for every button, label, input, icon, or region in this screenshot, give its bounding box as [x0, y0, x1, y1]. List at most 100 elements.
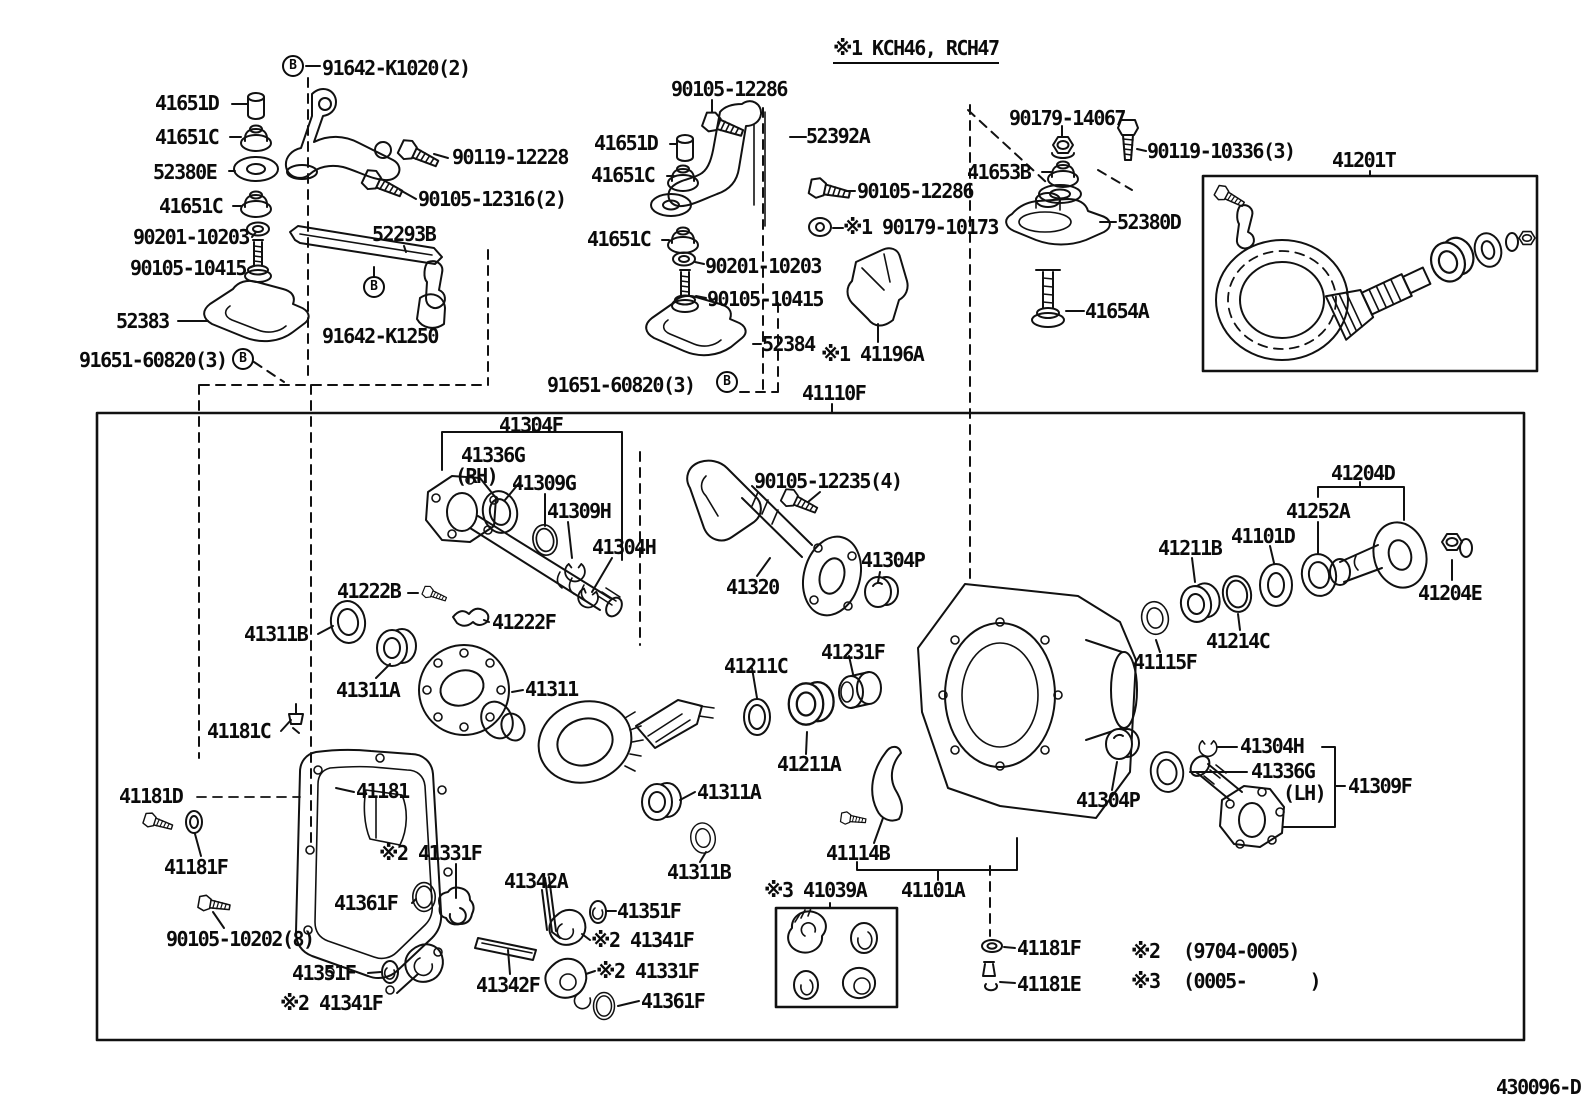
- detail-marker-b: B: [232, 348, 254, 370]
- part-label: 41342A: [504, 869, 569, 893]
- part-label: 41181: [356, 779, 410, 803]
- part-label: 90105-12286: [671, 77, 788, 101]
- drawing-code: 430096-D: [1496, 1075, 1582, 1099]
- part-label: 41651C: [587, 227, 652, 251]
- part-label: ※2 41341F: [280, 991, 384, 1015]
- part-label: 41101A: [901, 878, 966, 902]
- part-label: 41351F: [617, 899, 682, 923]
- part-label: 91651-60820(3): [547, 373, 696, 397]
- part-label: 41361F: [641, 989, 706, 1013]
- part-label: 41651D: [594, 131, 659, 155]
- part-label: 52380E: [153, 160, 218, 184]
- part-label: 90105-10415: [707, 287, 824, 311]
- part-label: 41651C: [155, 125, 220, 149]
- part-label: 41181D: [119, 784, 184, 808]
- part-label: ※2 41341F: [591, 928, 695, 952]
- part-label: 90105-12235(4): [754, 469, 903, 493]
- carrier-cover: [141, 748, 453, 995]
- variant-note: ※1 KCH46, RCH47: [833, 38, 1000, 64]
- part-label: 41252A: [1286, 499, 1351, 523]
- center-bearing-group: [641, 671, 882, 821]
- axle-shaft-lh: [1105, 728, 1285, 849]
- part-label: ※3 41039A: [764, 878, 868, 902]
- part-label: 90105-10202(8): [166, 927, 315, 951]
- upper-bracket-assembly: [1005, 119, 1139, 328]
- pinion-flange-row: [1138, 521, 1473, 638]
- part-label: 90105-12286: [857, 179, 974, 203]
- part-label: 41101D: [1231, 524, 1296, 548]
- part-label: ※2 41331F: [596, 959, 700, 983]
- part-label: 41654A: [1085, 299, 1150, 323]
- part-label: 52392A: [806, 124, 871, 148]
- part-label: 41115F: [1133, 650, 1198, 674]
- part-label: 90105-12316(2): [418, 187, 567, 211]
- part-label: 41651D: [155, 91, 220, 115]
- upper-arm-right: [645, 100, 909, 357]
- part-label: 41211C: [724, 654, 789, 678]
- part-label: (9704-0005): [1183, 939, 1300, 963]
- part-label: 41304P: [861, 548, 926, 572]
- detail-marker-b: B: [716, 371, 738, 393]
- part-label: 41311B: [667, 860, 732, 884]
- part-label: 52293B: [372, 222, 437, 246]
- part-label: 41304H: [1240, 734, 1305, 758]
- part-label: 41181F: [164, 855, 229, 879]
- part-label: 41201T: [1332, 148, 1397, 172]
- part-label: 90105-10415: [130, 256, 247, 280]
- part-label: 52384: [762, 332, 816, 356]
- part-label: (RH): [455, 464, 499, 488]
- part-label: 41361F: [334, 891, 399, 915]
- ring-gear-and-pinion: [1212, 182, 1536, 361]
- part-label: 91642-K1250: [322, 324, 439, 348]
- part-label: 41351F: [292, 961, 357, 985]
- part-label: 41309F: [1348, 774, 1413, 798]
- part-label: 90201-10203: [705, 254, 822, 278]
- part-label: 41651C: [591, 163, 656, 187]
- spider-kit-box: [774, 906, 899, 1009]
- part-label: 41304H: [592, 535, 657, 559]
- part-label: 90201-10203: [133, 225, 250, 249]
- part-label: 90179-14067: [1009, 106, 1126, 130]
- part-label: 41114B: [826, 841, 891, 865]
- part-label: 41311: [525, 677, 579, 701]
- part-label: 41309G: [512, 471, 577, 495]
- part-label: ※2: [1131, 939, 1161, 963]
- part-label: 91642-K1020(2): [322, 56, 471, 80]
- part-label: 41181C: [207, 719, 272, 743]
- part-label: 41311B: [244, 622, 309, 646]
- upper-arm-left: [203, 87, 446, 343]
- part-label: 41231F: [821, 640, 886, 664]
- part-label: 41311A: [336, 678, 401, 702]
- part-label: 52380D: [1117, 210, 1182, 234]
- part-label: 41211A: [777, 752, 842, 776]
- part-label: 41222B: [337, 579, 402, 603]
- part-label: 41181F: [1017, 936, 1082, 960]
- part-label: ※2 41331F: [379, 841, 483, 865]
- part-label: (LH): [1283, 781, 1327, 805]
- part-label: 41222F: [492, 610, 557, 634]
- part-label: 41311A: [697, 780, 762, 804]
- part-label: 41204D: [1331, 461, 1396, 485]
- axle-shaft-rh: [425, 475, 623, 618]
- part-label: 41342F: [476, 973, 541, 997]
- part-label: 41336G: [1251, 759, 1316, 783]
- part-label: 41181E: [1017, 972, 1082, 996]
- drive-shaft: [686, 459, 899, 617]
- internal-gear-cluster: [381, 820, 718, 1021]
- part-label: 41304P: [1076, 788, 1141, 812]
- differential-case-group: [288, 584, 715, 784]
- part-label: 91651-60820(3): [79, 348, 228, 372]
- part-label: 52383: [116, 309, 170, 333]
- part-label: 41204E: [1418, 581, 1483, 605]
- part-label: 41651C: [159, 194, 224, 218]
- leader-lines: [177, 65, 1453, 1007]
- part-label: ※1 90179-10173: [843, 215, 999, 239]
- part-label: (0005- ): [1183, 969, 1322, 993]
- part-label: 41320: [726, 575, 780, 599]
- part-label: 41110F: [802, 381, 867, 405]
- part-label: 41214C: [1206, 629, 1271, 653]
- part-label: 41653B: [967, 160, 1032, 184]
- part-label: ※1 41196A: [821, 342, 925, 366]
